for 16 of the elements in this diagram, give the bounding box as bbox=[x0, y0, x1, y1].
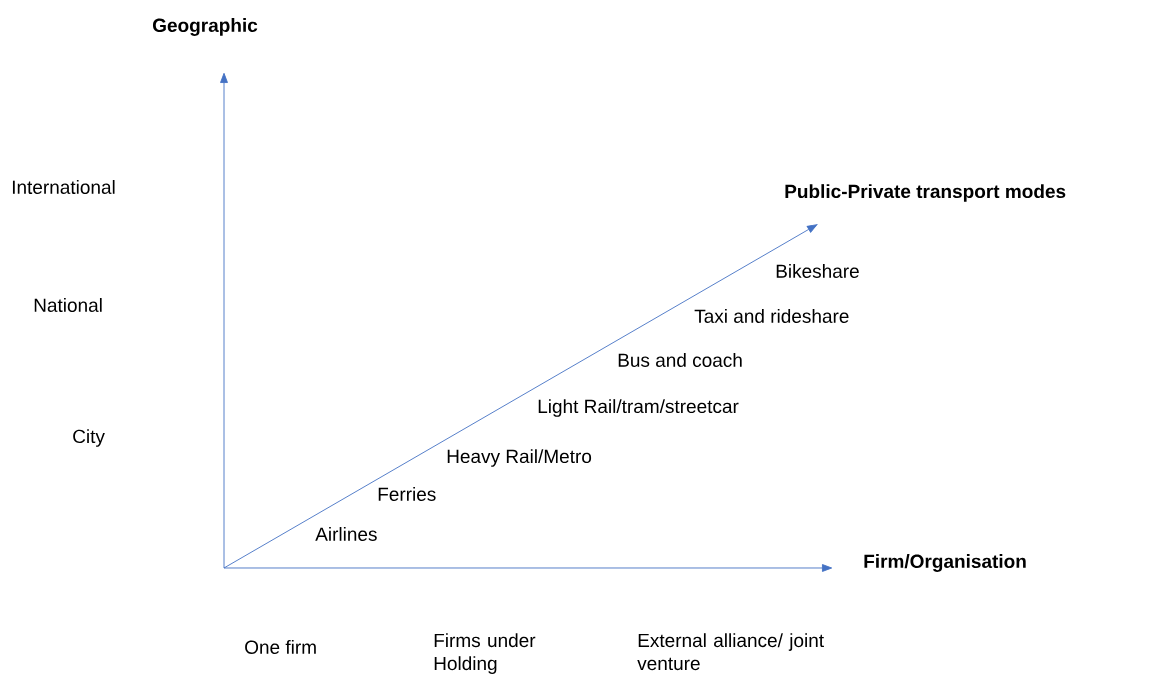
axis-tick-label: City bbox=[73, 429, 105, 447]
axis-title: Geographic bbox=[153, 18, 258, 36]
mode-label: Bikeshare bbox=[776, 264, 859, 278]
axis-tick-label: International bbox=[12, 180, 115, 194]
mode-label: Airlines bbox=[315, 527, 377, 541]
mode-label: Heavy Rail/Metro bbox=[447, 449, 592, 467]
axis-tick-label: External alliance/ joint venture bbox=[637, 633, 824, 671]
axis-tick-label: National bbox=[34, 298, 102, 312]
axis-tick-label: One firm bbox=[245, 640, 316, 654]
mode-label: Taxi and rideshare bbox=[694, 309, 849, 323]
axis-title: Firm/Organisation bbox=[864, 554, 1026, 572]
mode-label: Ferries bbox=[378, 487, 436, 501]
mode-label: Bus and coach bbox=[618, 353, 742, 367]
axis-title: Public-Private transport modes bbox=[785, 184, 1066, 202]
mode-label: Light Rail/tram/streetcar bbox=[538, 399, 739, 417]
axis-tick-label: Firms under Holding bbox=[434, 633, 536, 674]
